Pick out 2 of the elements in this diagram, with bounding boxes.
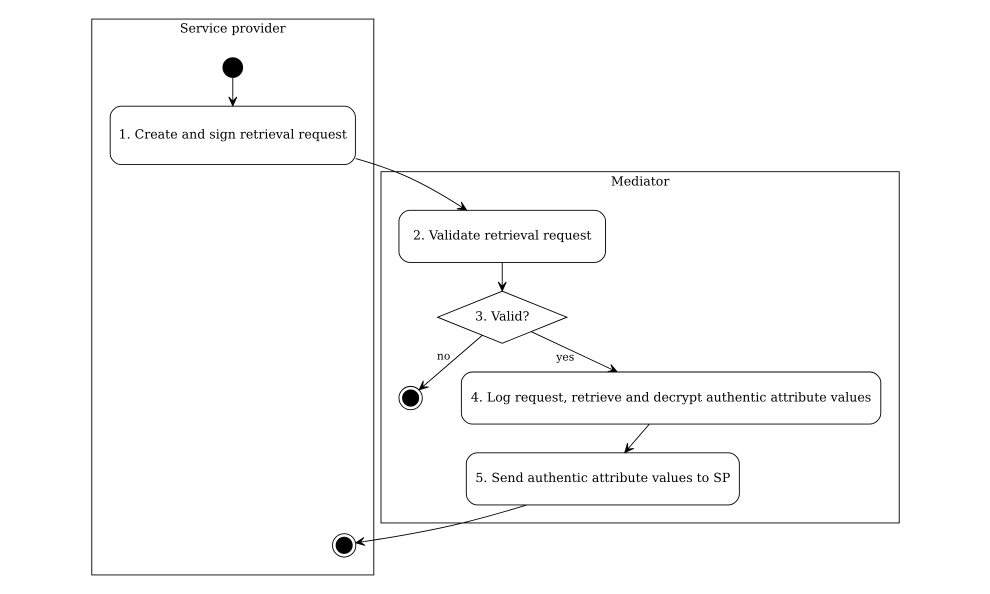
edge-label: yes	[556, 350, 574, 364]
edge-label: no	[436, 349, 450, 362]
